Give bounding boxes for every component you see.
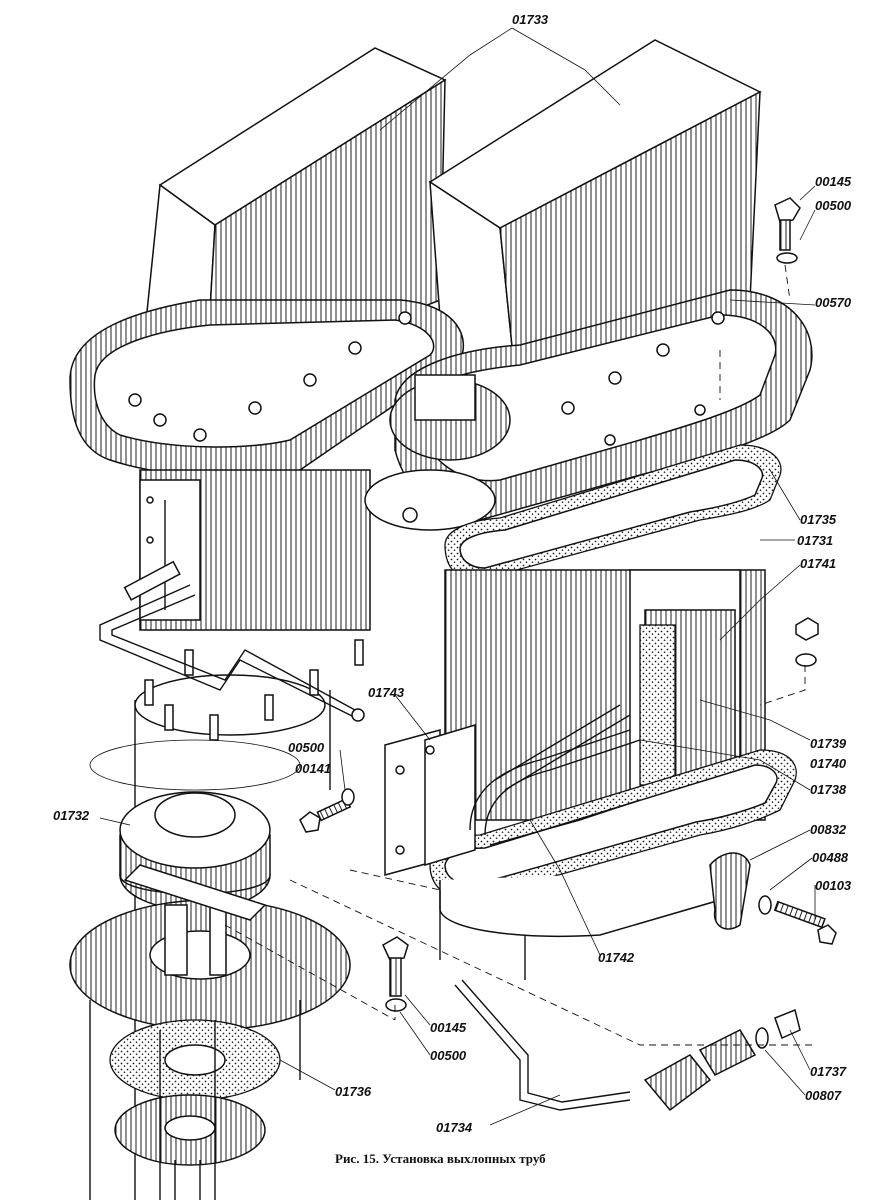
flange-01736-stack — [69, 864, 351, 1200]
callout-00103: 00103 — [815, 878, 852, 893]
callout-00500-left: 00500 — [288, 740, 325, 755]
nut-washer-right — [795, 617, 819, 667]
callout-01736: 01736 — [335, 1084, 372, 1099]
manifold-collar-right — [394, 289, 813, 522]
callout-01741: 01741 — [800, 556, 836, 571]
bolt-00141-left — [299, 788, 355, 833]
bolt-00145-top — [774, 197, 801, 264]
callout-01732: 01732 — [53, 808, 90, 823]
callout-00500-bottom: 00500 — [430, 1048, 467, 1063]
clamp-00832 — [709, 852, 751, 930]
bolt-00145-bottom — [382, 936, 409, 1012]
flange-bolts-right — [561, 311, 725, 446]
figure-caption: Рис. 15. Установка выхлопных труб — [335, 1151, 546, 1166]
housing-left — [139, 469, 371, 631]
manifold-collar-left — [69, 299, 465, 478]
housing-right — [429, 444, 797, 980]
leader-lines — [99, 27, 816, 1126]
callout-01743: 01743 — [368, 685, 405, 700]
callout-01734: 01734 — [436, 1120, 473, 1135]
callout-01735: 01735 — [800, 512, 837, 527]
callout-00807: 00807 — [805, 1088, 842, 1103]
callout-00145-top: 00145 — [815, 174, 852, 189]
callout-01737: 01737 — [810, 1064, 847, 1079]
studs-left — [144, 639, 364, 741]
exhaust-cap-01732 — [89, 739, 301, 911]
callout-01739: 01739 — [810, 736, 847, 751]
callout-01740: 01740 — [810, 756, 847, 771]
callout-01742: 01742 — [598, 950, 635, 965]
flange-bolts-left — [128, 311, 412, 442]
callout-00488: 00488 — [812, 850, 849, 865]
callout-00832: 00832 — [810, 822, 847, 837]
callout-labels: 01733 00145 00500 00570 01735 01731 0174… — [53, 12, 852, 1135]
union-fitting-01737 — [454, 979, 801, 1112]
callout-01733: 01733 — [512, 12, 549, 27]
bolt-00103 — [758, 895, 837, 945]
callout-00141: 00141 — [295, 761, 331, 776]
callout-01738: 01738 — [810, 782, 847, 797]
tube-bundle — [469, 704, 641, 846]
crossover-elbow — [364, 374, 511, 531]
callout-00145-bottom: 00145 — [430, 1020, 467, 1035]
bent-pipe-left — [99, 560, 365, 722]
callout-00570: 00570 — [815, 295, 852, 310]
base-cylinder-left — [134, 639, 364, 1200]
bracket-01743 — [384, 723, 476, 876]
callout-00500-top: 00500 — [815, 198, 852, 213]
assembly-guide-lines — [224, 264, 815, 1046]
callout-01731: 01731 — [797, 533, 833, 548]
